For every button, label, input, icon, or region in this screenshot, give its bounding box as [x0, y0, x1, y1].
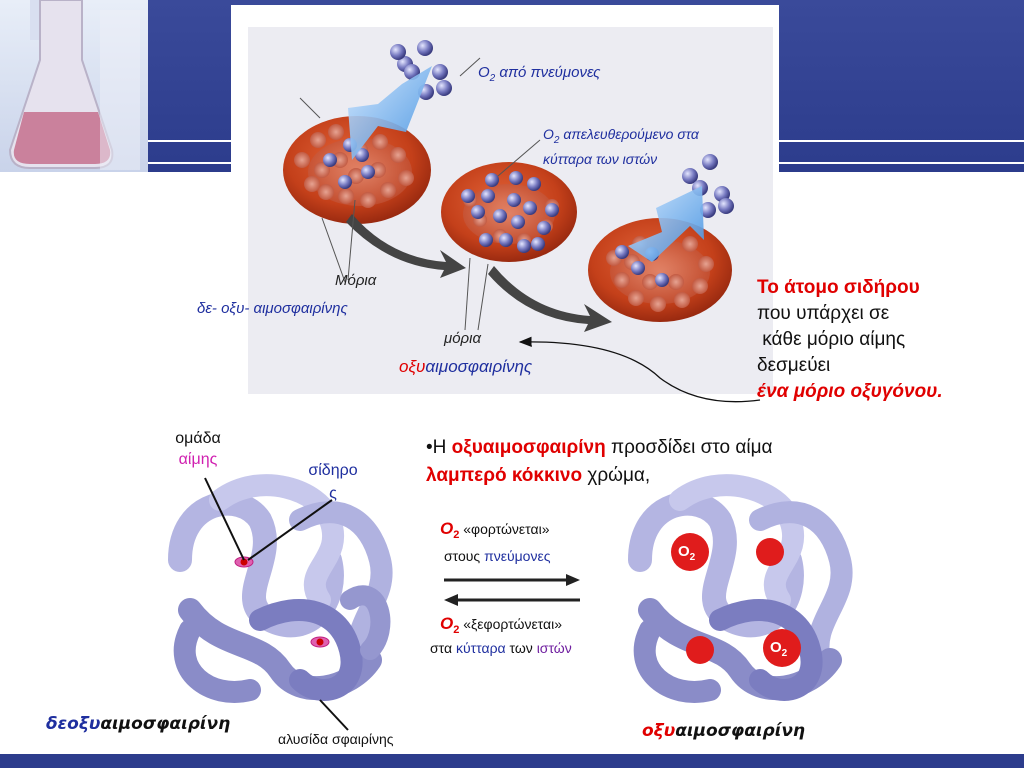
o2-from-lungs-label: O2 από πνεύμονες [478, 64, 601, 84]
deoxy-name-label: δε- οξυ- αιμοσφαιρίνης [197, 300, 348, 317]
oxy-molecules-label: μόρια [444, 330, 482, 347]
oxy-name-label: οξυαιμοσφαιρίνης [399, 357, 533, 376]
note-connector [518, 336, 761, 403]
deoxy-molecules-label: Μόρια [335, 272, 377, 289]
o2-badge-3 [756, 538, 784, 566]
flask-image [0, 0, 148, 172]
hemoglobin-oxy-model [628, 474, 853, 703]
hemoglobin-deoxy-model [160, 472, 500, 704]
o2-unload-label: O2 «ξεφορτώνεται» [440, 614, 563, 636]
o2-badge-label-1: O2 [678, 543, 696, 563]
heme-pointer-line [204, 477, 245, 561]
iron-label: σίδηρο ς [308, 462, 358, 502]
heme-group-label: ομάδα αίμης [175, 430, 221, 468]
o2-badge-2 [763, 629, 801, 667]
label-leader-lines [299, 57, 541, 331]
o2-badge-4 [686, 636, 714, 664]
transition-arrow-1 [346, 214, 466, 278]
iron-pointer-line [247, 499, 333, 561]
o2-load-location: στους πνεύμονες [444, 548, 551, 564]
deoxyhemoglobin-title: δεοξυαιμοσφαιρίνη [46, 714, 231, 734]
o2-badge-label-2: O2 [770, 639, 788, 659]
iron-binding-note: Το άτομο σιδήρου που υπάρχει σε κάθε μόρ… [757, 277, 943, 402]
globin-chain-label: αλυσίδα σφαιρίνης [278, 731, 394, 747]
oxyhemoglobin-title: οξυαιμοσφαιρίνη [642, 721, 806, 741]
oxygen-molecules-from-lungs [390, 40, 452, 100]
transition-arrow-2 [488, 266, 612, 332]
bullet-statement: •Η οξυαιμοσφαιρίνη προσδίδει στο αίμα λα… [426, 437, 773, 486]
o2-load-label: O2 «φορτώνεται» [440, 519, 550, 541]
o2-inflow-arrow [348, 66, 432, 160]
chain-pointer-line [319, 699, 349, 731]
footer-band [0, 752, 1024, 768]
red-blood-cell-oxy-2 [588, 218, 732, 322]
o2-badge-1 [671, 533, 709, 571]
o2-outflow-arrow [628, 186, 704, 262]
exchange-arrows [444, 574, 580, 606]
flask-icon [8, 0, 140, 170]
oxygen-molecules-cell2 [461, 171, 559, 253]
o2-unload-location: στα κύτταρα των ιστών [430, 640, 572, 656]
